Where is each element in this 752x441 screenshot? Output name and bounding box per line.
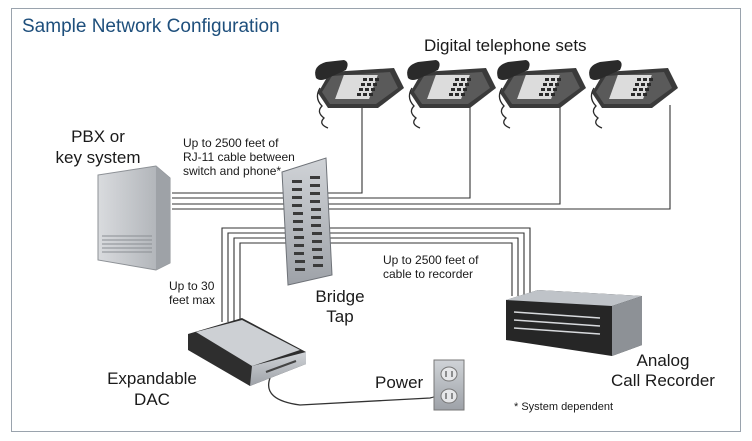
bridge-label-line1: Bridge [315, 287, 364, 306]
phone-2 [406, 59, 497, 129]
bridge-tap [281, 157, 333, 286]
power-outlet [433, 359, 465, 411]
phone-1 [314, 59, 405, 129]
footnote: * System dependent [514, 401, 613, 413]
dac-label-line1: Expandable [107, 369, 197, 388]
pbx-label-line1: PBX or [71, 127, 125, 146]
recorder-cables [330, 227, 531, 296]
dac-cable-note-2: feet max [169, 293, 215, 307]
phones [314, 59, 679, 129]
call-recorder [506, 290, 642, 356]
recorder-label-line1: Analog [637, 351, 690, 370]
recorder-cable-note-1: Up to 2500 feet of [383, 253, 479, 267]
recorder-label-line2: Call Recorder [611, 371, 715, 390]
bridge-label-line2: Tap [326, 307, 353, 326]
dac-cables [221, 227, 290, 322]
phone-cable-note-3: switch and phone* [183, 164, 281, 178]
pbx-label-line2: key system [55, 148, 140, 167]
dac-cable-note-1: Up to 30 [169, 279, 215, 293]
recorder-cable-note-2: cable to recorder [383, 267, 473, 281]
phone-4 [588, 59, 679, 129]
pbx-box [97, 165, 171, 271]
dac-device [188, 318, 306, 386]
phone-3 [496, 59, 587, 129]
phone-cable-note-1: Up to 2500 feet of [183, 136, 279, 150]
power-label: Power [375, 373, 424, 392]
phones-label: Digital telephone sets [424, 36, 587, 55]
dac-label-line2: DAC [134, 390, 170, 409]
diagram-title: Sample Network Configuration [22, 16, 280, 37]
phone-cable-note-2: RJ-11 cable between [183, 150, 295, 164]
